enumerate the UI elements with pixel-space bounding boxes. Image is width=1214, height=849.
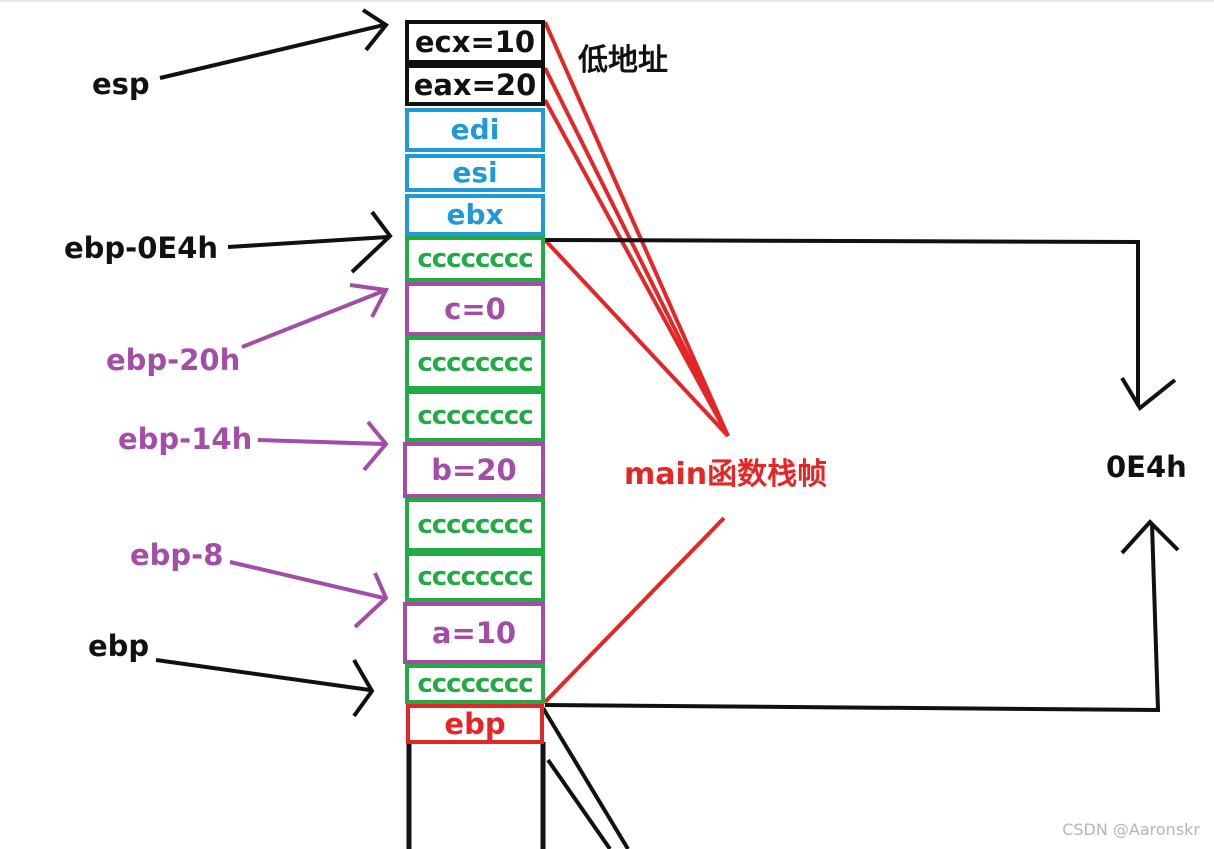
stack-lower-diagonal-2 (546, 758, 612, 849)
stack-cell-9: cccccccc (405, 390, 545, 442)
stack-cell-11: cccccccc (405, 498, 545, 552)
label-esp: esp (92, 67, 150, 101)
stack-cell-10: b=20 (403, 442, 545, 498)
stack-cell-5: ebx (405, 194, 545, 236)
stack-lower-diagonal-1 (541, 706, 630, 849)
stack-cell-1: ecx=10 (405, 20, 545, 64)
esp-arrow (159, 8, 389, 80)
stack-cell-7: c=0 (405, 282, 545, 336)
stack-cell-12: cccccccc (405, 552, 545, 602)
top-border (0, 0, 1214, 2)
ebp-8-arrow (229, 560, 389, 629)
ebp-14h-arrow (257, 420, 389, 472)
ebp-0e4h-arrow (227, 210, 393, 274)
ebp-arrow (155, 658, 375, 718)
stack-cell-13: a=10 (403, 602, 545, 664)
label-ebp-0e4h: ebp-0E4h (64, 231, 219, 265)
watermark: CSDN @Aaronskr (1062, 820, 1200, 839)
stack-cell-2: eax=20 (405, 64, 545, 106)
frame-label: main函数栈帧 (624, 457, 828, 492)
stack-cell-3: edi (405, 108, 545, 152)
label-ebp-8: ebp-8 (130, 538, 224, 572)
size-bracket (544, 238, 1180, 713)
label-ebp: ebp (88, 629, 150, 663)
stack-cell-8: cccccccc (405, 336, 545, 390)
ebp-20h-arrow (241, 283, 390, 349)
low-address-label: 低地址 (578, 43, 668, 78)
stack-cell-14: cccccccc (405, 664, 545, 704)
stack-cell-6: cccccccc (405, 236, 545, 282)
size-label: 0E4h (1106, 450, 1187, 484)
label-ebp-14h: ebp-14h (118, 422, 253, 456)
frame-bracket-lines (543, 21, 730, 704)
label-ebp-20h: ebp-20h (106, 343, 241, 377)
stack-cell-15: ebp (406, 704, 544, 744)
stack-cell-4: esi (405, 154, 545, 192)
